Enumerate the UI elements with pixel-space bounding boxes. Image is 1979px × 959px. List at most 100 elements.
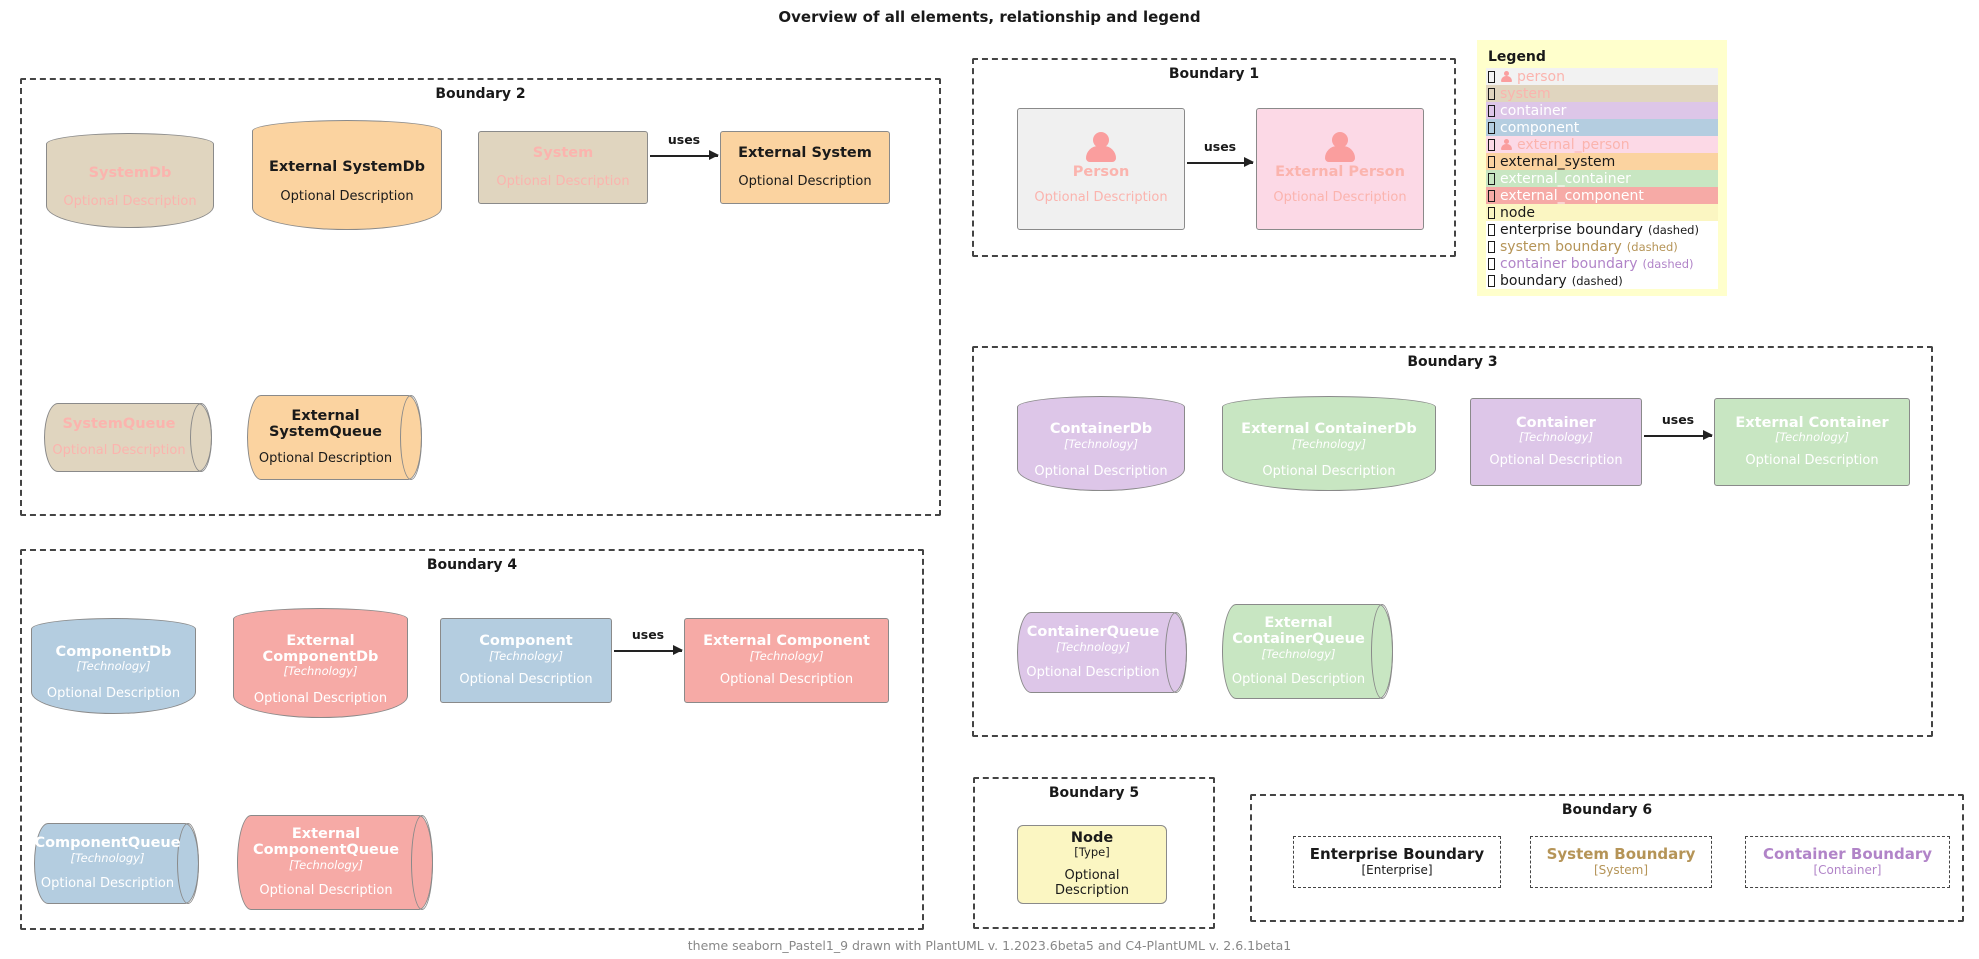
boundary-tech: [Enterprise] [1361,863,1433,878]
element-label: SystemQueue Optional Description [50,403,188,472]
queue-cap [177,823,199,904]
element-name: System [532,144,594,161]
boundary-name: Container Boundary [1762,845,1933,864]
element-external-container-queue[interactable]: External ContainerQueue [Technology] Opt… [1222,604,1393,699]
legend-swatch-icon [1488,274,1495,287]
element-label: ContainerQueue [Technology] Optional Des… [1023,612,1163,693]
queue-body [237,815,433,910]
element-component[interactable]: Component [Technology] Optional Descript… [440,618,612,703]
element-tech: [Technology] [1775,430,1849,445]
element-label: External ContainerQueue [Technology] Opt… [1228,604,1369,699]
legend-label: system [1500,85,1551,102]
element-label: External SystemDb Optional Description [252,138,442,226]
footer-note: theme seaborn_Pastel1_9 drawn with Plant… [687,938,1292,953]
element-desc: Optional Description [1262,463,1396,479]
legend-swatch-icon [1488,121,1495,134]
element-desc: Optional Description [738,174,872,190]
queue-body [1017,612,1187,693]
legend-row: node [1486,204,1718,221]
legend-row: container [1486,102,1718,119]
element-person[interactable]: Person Optional Description [1017,108,1185,230]
element-external-component-db[interactable]: External ComponentDb [Technology] Option… [233,608,408,718]
element-external-system[interactable]: External System Optional Description [720,131,890,204]
element-external-container-db[interactable]: External ContainerDb [Technology] Option… [1222,396,1436,491]
arrow-head-icon [709,150,719,160]
element-name: SystemDb [88,164,172,181]
element-tech: [Technology] [1261,646,1336,661]
element-tech: [Technology] [1292,436,1366,451]
legend-swatch-icon [1488,155,1495,168]
boundary-3-title: Boundary 3 [1407,354,1498,370]
legend-swatch-icon [1488,70,1495,83]
element-label: External ComponentQueue [Technology] Opt… [243,815,409,910]
element-tech: [Technology] [289,857,363,872]
element-desc: Optional Description [1026,664,1160,680]
element-desc: Optional Description [258,451,393,467]
element-external-system-db[interactable]: External SystemDb Optional Description [252,120,442,230]
sample-enterprise-boundary[interactable]: Enterprise Boundary [Enterprise] [1293,836,1501,888]
element-node[interactable]: Node [Type] Optional Description [1017,825,1167,904]
element-container[interactable]: Container [Technology] Optional Descript… [1470,398,1642,486]
sample-system-boundary[interactable]: System Boundary [System] [1530,836,1712,888]
person-icon [1323,132,1357,163]
cylinder-body [31,629,196,714]
legend-row: external_container [1486,170,1718,187]
queue-body [44,403,212,472]
person-head [1332,132,1348,149]
element-label: External SystemQueue Optional Descriptio… [253,395,398,480]
element-name: External ContainerDb [1241,421,1417,438]
legend-label-suffix: (dashed) [1642,256,1694,271]
element-desc: Optional Description [1489,453,1623,469]
element-name: ComponentDb [55,643,172,660]
legend-row: external_person [1486,136,1718,153]
element-external-component[interactable]: External Component [Technology] Optional… [684,618,889,703]
cylinder-body [46,144,214,228]
queue-body [1222,604,1393,699]
element-container-queue[interactable]: ContainerQueue [Technology] Optional Des… [1017,612,1187,693]
person-body [1325,146,1355,163]
page-title: Overview of all elements, relationship a… [778,8,1201,26]
arrow-head-icon [1703,430,1713,440]
element-external-component-queue[interactable]: External ComponentQueue [Technology] Opt… [237,815,433,910]
element-label: ComponentDb [Technology] Optional Descri… [31,636,196,710]
element-name: SystemQueue [62,415,176,432]
element-component-queue[interactable]: ComponentQueue [Technology] Optional Des… [34,823,199,904]
element-desc: Optional Description [253,691,388,707]
element-system-queue[interactable]: SystemQueue Optional Description [44,403,212,472]
legend-swatch-icon [1488,257,1495,270]
legend-label: system boundary [1500,238,1622,255]
legend-label-suffix: (dashed) [1571,273,1623,288]
element-system-db[interactable]: SystemDb Optional Description [46,133,214,228]
legend-swatch-icon [1488,206,1495,219]
element-component-db[interactable]: ComponentDb [Technology] Optional Descri… [31,618,196,714]
legend-swatch-icon [1488,87,1495,100]
element-external-system-queue[interactable]: External SystemQueue Optional Descriptio… [247,395,422,480]
legend-swatch-icon [1488,189,1495,202]
person-body [1501,75,1512,82]
element-desc: Optional Description [1034,189,1168,205]
element-container-db[interactable]: ContainerDb [Technology] Optional Descri… [1017,396,1185,491]
boundary-tech: [System] [1593,863,1649,878]
relationship-container-uses-external-container: uses [1644,412,1713,442]
legend-label: container boundary [1500,255,1638,272]
relationship-line [1644,435,1712,437]
queue-cap [1371,604,1393,699]
boundary-name: System Boundary [1546,845,1696,864]
element-external-person[interactable]: External Person Optional Description [1256,108,1424,230]
element-desc: Optional Description [1273,189,1407,205]
element-external-container[interactable]: External Container [Technology] Optional… [1714,398,1910,486]
person-head [1504,138,1509,144]
element-name: External System [738,144,872,161]
element-name: External Component [703,633,870,650]
sample-container-boundary[interactable]: Container Boundary [Container] [1745,836,1950,888]
boundary-1-title: Boundary 1 [1168,66,1260,82]
element-system[interactable]: System Optional Description [478,131,648,204]
element-name: Component [479,633,573,650]
relationship-label: uses [631,627,665,642]
element-name: External SystemQueue [268,407,383,441]
legend-label: container [1500,102,1567,119]
queue-cap [1165,612,1187,693]
element-desc: Optional Description [1745,453,1879,469]
